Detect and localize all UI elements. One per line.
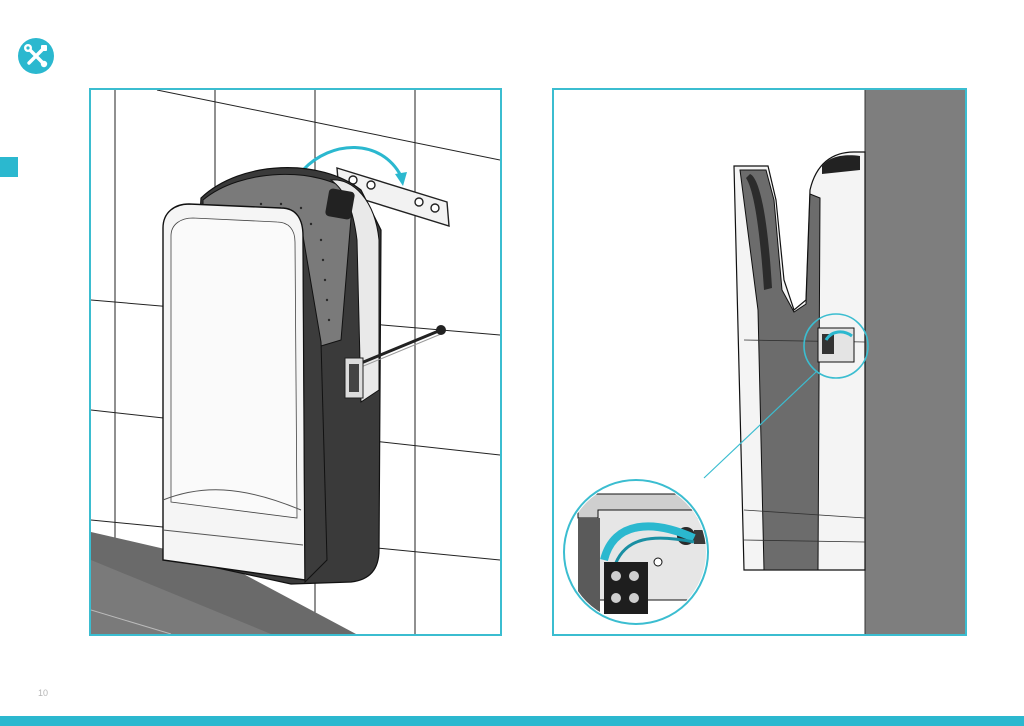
page-number: 10 bbox=[38, 688, 49, 698]
figure-mounting-bracket bbox=[89, 88, 502, 636]
figure-side-view-detail bbox=[552, 88, 967, 636]
section-marker bbox=[0, 157, 18, 177]
tools-icon bbox=[18, 38, 54, 74]
footer-accent-bar bbox=[0, 716, 1024, 726]
